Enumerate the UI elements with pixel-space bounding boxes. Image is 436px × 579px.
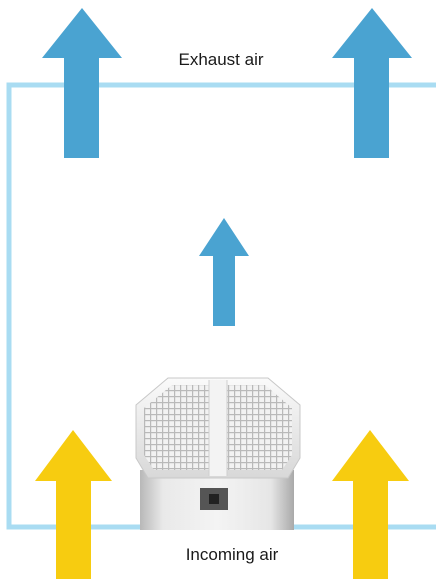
incoming-arrow-left [35, 430, 112, 579]
exhaust-air-label: Exhaust air [174, 50, 267, 70]
air-purifier-icon [136, 378, 300, 530]
exhaust-arrow-center [199, 218, 249, 326]
incoming-arrow-right [332, 430, 409, 579]
incoming-air-label: Incoming air [182, 545, 283, 565]
